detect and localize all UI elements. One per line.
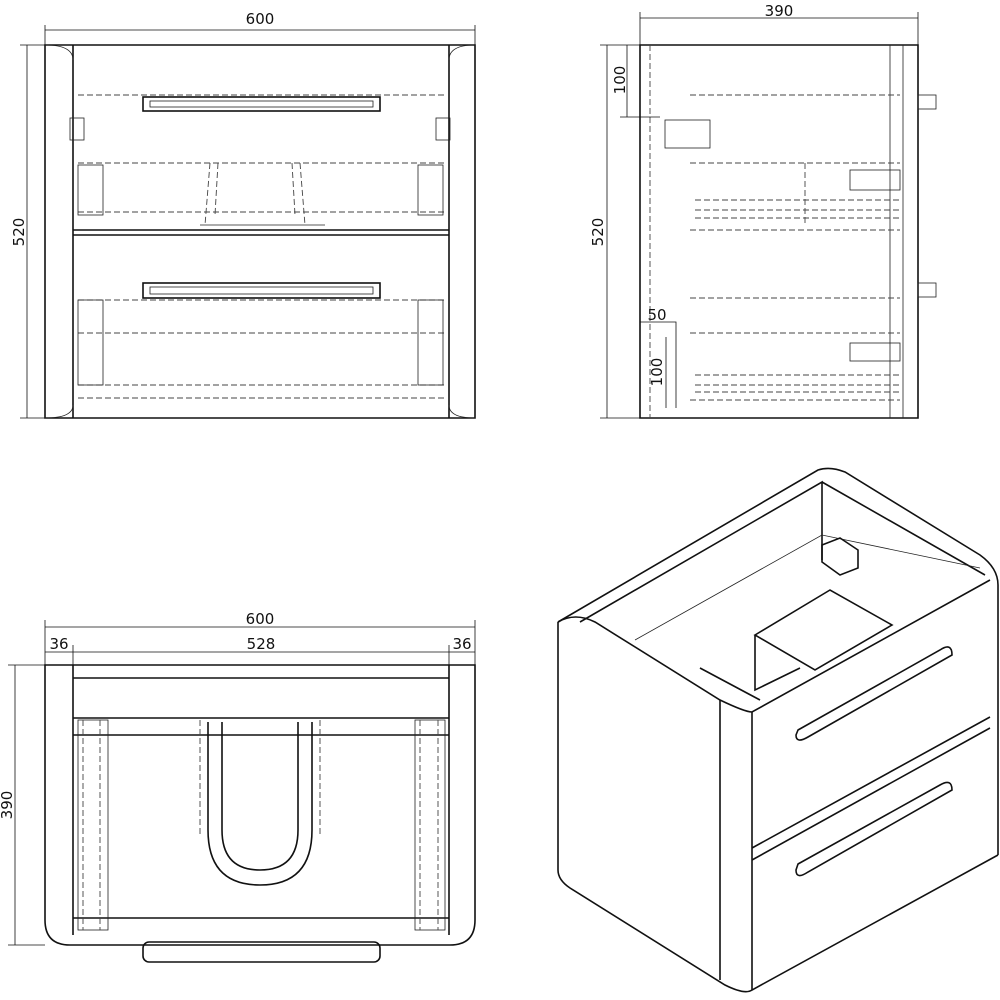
side-view: 390 520 100 50 100 — [589, 2, 937, 419]
front-width-label: 600 — [246, 10, 275, 28]
isometric-view — [557, 467, 999, 993]
side-depth-label: 390 — [765, 2, 794, 20]
top-view: 600 36 528 36 390 — [0, 610, 476, 963]
top-depth-label: 390 — [0, 791, 16, 820]
top-width-label: 600 — [246, 610, 275, 628]
bottom-offset-label: 50 — [647, 306, 666, 324]
top-bracket-label: 100 — [611, 66, 629, 95]
side-left-label: 36 — [49, 635, 68, 653]
bottom-height-label: 100 — [648, 358, 666, 387]
front-height-label: 520 — [10, 218, 28, 247]
side-height-label: 520 — [589, 218, 607, 247]
inner-width-label: 528 — [247, 635, 276, 653]
side-right-label: 36 — [452, 635, 471, 653]
front-view: 600 520 — [10, 10, 476, 419]
